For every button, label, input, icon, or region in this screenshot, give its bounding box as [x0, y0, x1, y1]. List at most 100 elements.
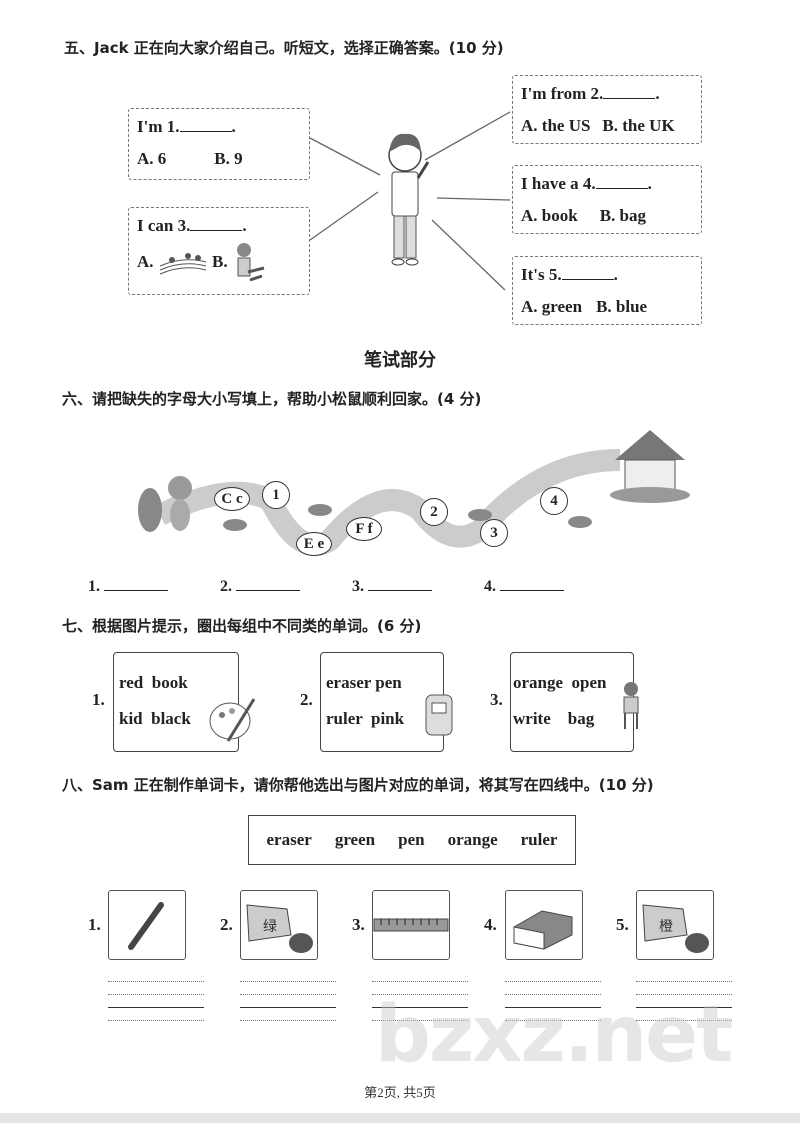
picture-card-1 [108, 890, 186, 960]
answer-blank[interactable] [190, 216, 243, 231]
fountain-pen-icon [128, 902, 164, 950]
answer-blank[interactable] [500, 590, 564, 591]
picture-number: 2. [220, 915, 233, 934]
option-b: B. 9 [214, 149, 243, 168]
paint-label: 橙 [659, 919, 673, 935]
ruler-icon [373, 918, 449, 932]
connector-lines [309, 111, 511, 291]
option-a: A. [137, 251, 154, 271]
picture-number: 1. [88, 915, 101, 934]
house-icon [610, 430, 690, 503]
answer-blank[interactable] [104, 590, 168, 591]
written-section-heading: 笔试部分 [364, 350, 436, 371]
missing-letter-bubble-4[interactable]: 4 [540, 487, 568, 515]
option-b: B. the UK [602, 116, 675, 135]
word-row[interactable]: kid black [119, 709, 191, 728]
word-row[interactable]: eraser pen [326, 673, 402, 692]
answer-number: 2. [220, 578, 232, 595]
answer-number: 1. [88, 578, 100, 595]
picture-card-3 [372, 890, 450, 960]
missing-letter-bubble-2[interactable]: 2 [420, 498, 448, 526]
page-separator [0, 1113, 800, 1123]
section5-title: 五、Jack 正在向大家介绍自己。听短文，选择正确答案。(10 分) [64, 39, 504, 57]
word-bank: eraser green pen orange ruler [248, 815, 576, 865]
answer-blank[interactable] [236, 590, 300, 591]
section6-title: 六、请把缺失的字母大小写填上，帮助小松鼠顺利回家。(4 分) [62, 390, 482, 408]
option-b: B. blue [596, 297, 648, 316]
option-a: A. the US [521, 116, 591, 135]
picture-number: 5. [616, 915, 629, 934]
watermark: bzxz.net [375, 990, 733, 1080]
word-group-2: eraser pen ruler pink [320, 652, 453, 752]
boy-illustration [388, 133, 430, 266]
palette-icon [209, 698, 256, 742]
letter-bubble: F f [346, 517, 382, 541]
letter-bubble: C c [214, 487, 250, 511]
group-number: 1. [92, 690, 105, 709]
backpack-icon [425, 694, 453, 736]
question-prompt: I can 3. [137, 216, 191, 235]
answer-4: 4. [484, 578, 564, 596]
picture-card-4 [505, 890, 583, 960]
question-prompt: I'm from 2. [521, 84, 604, 103]
letter-bubble: E e [296, 532, 332, 556]
orange-paint-tube-icon: 橙 [642, 904, 709, 953]
answer-1: 1. [88, 578, 168, 596]
eraser-icon [513, 910, 573, 950]
answer-blank[interactable] [595, 174, 648, 189]
four-line-writing-area-1[interactable] [108, 981, 204, 1021]
squirrel-icon [138, 476, 192, 532]
section7-title: 七、根据图片提示，圈出每组中不同类的单词。(6 分) [62, 617, 422, 635]
four-line-writing-area-5[interactable] [636, 981, 732, 1021]
question-prompt: I have a 4. [521, 174, 596, 193]
question-box-3: I can 3.. A. B. [128, 207, 310, 295]
four-line-writing-area-2[interactable] [240, 981, 336, 1021]
answer-blank[interactable] [179, 117, 232, 132]
boy-skateboard-icon [236, 243, 265, 282]
word-row[interactable]: ruler pink [326, 709, 405, 728]
option-a: A. book [521, 206, 578, 225]
answer-number: 4. [484, 578, 496, 595]
picture-card-2: 绿 [240, 890, 318, 960]
picture-number: 4. [484, 915, 497, 934]
word-row[interactable]: orange open [513, 673, 607, 692]
word-group-1: red book kid black [113, 652, 256, 752]
answer-blank[interactable] [561, 265, 614, 280]
missing-letter-bubble-3[interactable]: 3 [480, 519, 508, 547]
word-bank-item: eraser [266, 830, 312, 849]
missing-letter-bubble-1[interactable]: 1 [262, 481, 290, 509]
word-group-3: orange open write bag [510, 652, 639, 752]
green-paint-tube-icon: 绿 [246, 904, 313, 953]
four-line-writing-area-3[interactable] [372, 981, 468, 1021]
picture-number: 3. [352, 915, 365, 934]
group-number: 2. [300, 690, 313, 709]
option-b: B. [212, 251, 228, 271]
option-b: B. bag [599, 206, 646, 225]
question-prompt: It's 5. [521, 265, 562, 284]
answer-number: 3. [352, 578, 364, 595]
answer-3: 3. [352, 578, 432, 596]
picture-card-5: 橙 [636, 890, 714, 960]
section8-title: 八、Sam 正在制作单词卡，请你帮他选出与图片对应的单词，将其写在四线中。(10… [62, 776, 654, 794]
answer-2: 2. [220, 578, 300, 596]
word-bank-item: green [334, 830, 376, 849]
page-number-footer: 第2页, 共5页 [364, 1085, 436, 1100]
plant-icons [223, 504, 592, 531]
boy-sitting-icon [623, 682, 639, 729]
option-a: A. 6 [137, 149, 167, 168]
group-number: 3. [490, 690, 503, 709]
answer-blank[interactable] [603, 84, 656, 99]
answer-blank[interactable] [368, 590, 432, 591]
music-notes-icon [159, 253, 206, 275]
squirrel-path-illustration [138, 430, 690, 556]
question-prompt: I'm 1. [137, 117, 180, 136]
four-line-writing-area-4[interactable] [505, 981, 601, 1021]
word-row[interactable]: red book [119, 673, 188, 692]
word-bank-item: pen [398, 830, 425, 849]
word-row[interactable]: write bag [513, 709, 595, 728]
